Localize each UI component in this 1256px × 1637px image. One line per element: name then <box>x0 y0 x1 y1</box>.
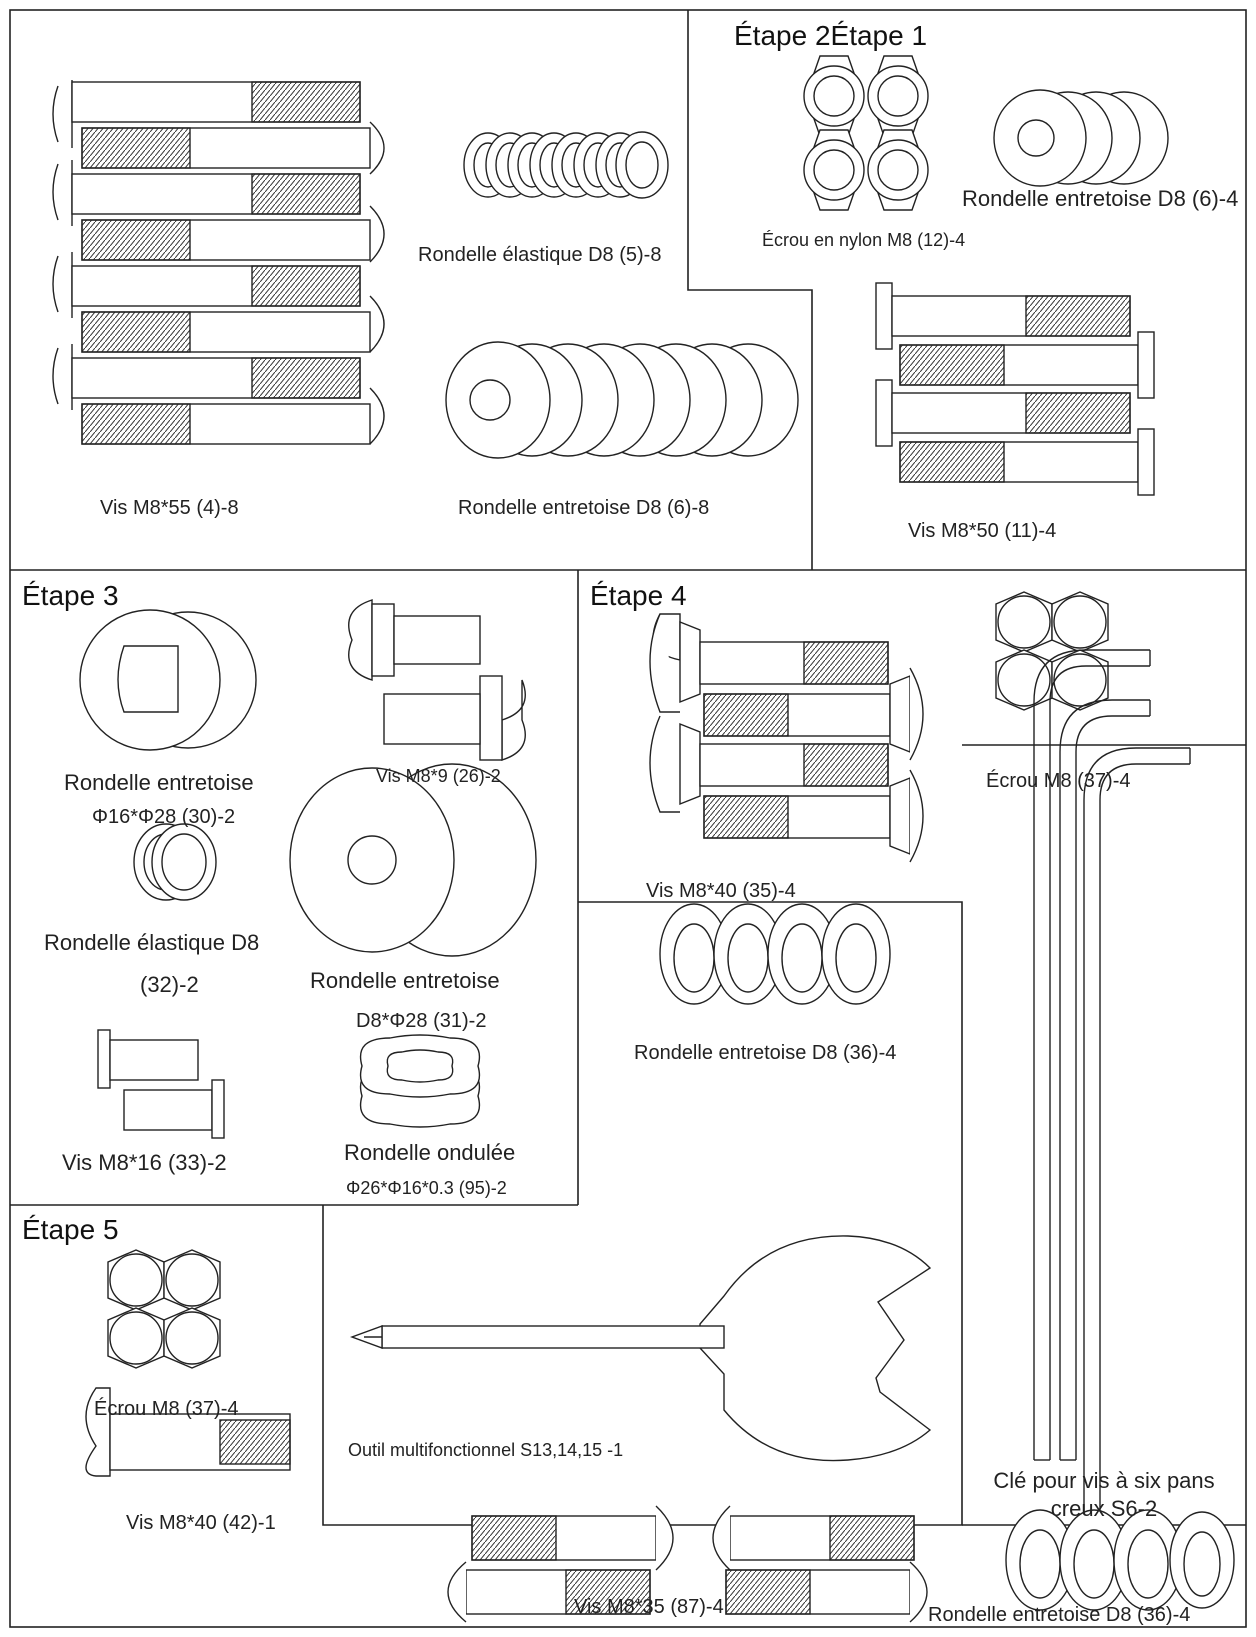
label-part-5: Rondelle élastique D8 (5)-8 <box>418 244 662 266</box>
hex-key-icon <box>1033 649 1191 1521</box>
label-part-36-step4: Rondelle entretoise D8 (36)-4 <box>634 1042 897 1064</box>
spring-washers-icon <box>463 131 669 199</box>
label-part-4: Vis M8*55 (4)-8 <box>100 497 239 519</box>
label-part-6-4: Rondelle entretoise D8 (6)-4 <box>962 186 1239 211</box>
nuts-m8-step5-icon <box>107 1249 221 1369</box>
carriage-bolt-m8x40-icon <box>649 613 924 863</box>
wave-washer-icon <box>359 1034 481 1128</box>
label-part-32-line1: Rondelle élastique D8 <box>44 930 260 955</box>
spring-washer-32-icon <box>133 823 217 901</box>
label-part-87: Vis M8*35 (87)-4 <box>574 1596 724 1618</box>
label-part-11: Vis M8*50 (11)-4 <box>908 520 1057 542</box>
bolt-m8x16-icon <box>97 1029 225 1139</box>
label-part-33: Vis M8*16 (33)-2 <box>62 1150 227 1175</box>
step-heading-5: Étape 5 <box>22 1214 119 1245</box>
multi-tool-icon <box>349 1235 932 1462</box>
label-part-30-line1: Rondelle entretoise <box>64 770 254 795</box>
label-hex-key-line1: Clé pour vis à six pans <box>993 1468 1215 1493</box>
nuts-m8-step4-icon <box>995 591 1109 711</box>
label-part-26: Vis M8*9 (26)-2 <box>376 766 501 786</box>
step-heading-2-1: Étape 2Étape 1 <box>734 20 928 51</box>
label-part-42: Vis M8*40 (42)-1 <box>126 1512 276 1534</box>
bolt-m8x40-42-icon <box>85 1387 291 1477</box>
label-part-31-line1: Rondelle entretoise <box>310 968 500 993</box>
label-hex-key-line2: creux S6-2 <box>1050 1496 1158 1521</box>
label-part-31-line2: D8*Φ28 (31)-2 <box>356 1010 487 1032</box>
spacer-washers-8-icon <box>445 341 799 459</box>
step-heading-3: Étape 3 <box>22 580 119 611</box>
cup-washers-step4-icon <box>659 903 891 1005</box>
label-part-36-step5: Rondelle entretoise D8 (36)-4 <box>928 1604 1191 1626</box>
step-heading-4: Étape 4 <box>590 580 687 611</box>
spacer-washer-31-icon <box>289 763 537 957</box>
hex-bolt-m8x50-icon <box>875 282 1155 496</box>
label-part-95-line2: Φ26*Φ16*0.3 (95)-2 <box>346 1178 507 1198</box>
label-part-37-step4: Écrou M8 (37)-4 <box>986 770 1131 792</box>
cup-washers-step5-icon <box>1005 1509 1235 1611</box>
label-part-32-line2: (32)-2 <box>140 972 199 997</box>
spacer-washers-4-icon <box>993 89 1169 187</box>
bolt-m8x9-icon <box>348 599 526 761</box>
spacer-washer-30-icon <box>79 609 257 751</box>
label-part-30-line2: Φ16*Φ28 (30)-2 <box>92 806 236 828</box>
panel-dividers <box>9 9 1247 1628</box>
label-part-37-step5: Écrou M8 (37)-4 <box>94 1398 239 1420</box>
bolt-m8x55-icon <box>52 80 385 445</box>
label-part-6-8: Rondelle entretoise D8 (6)-8 <box>458 497 710 519</box>
label-multi-tool: Outil multifonctionnel S13,14,15 -1 <box>348 1440 624 1460</box>
nylon-nuts-icon <box>803 55 929 211</box>
bolt-m8x35-icon <box>447 1505 928 1623</box>
label-part-95-line1: Rondelle ondulée <box>344 1140 516 1165</box>
label-part-12: Écrou en nylon M8 (12)-4 <box>762 230 966 250</box>
label-part-35: Vis M8*40 (35)-4 <box>646 880 796 902</box>
